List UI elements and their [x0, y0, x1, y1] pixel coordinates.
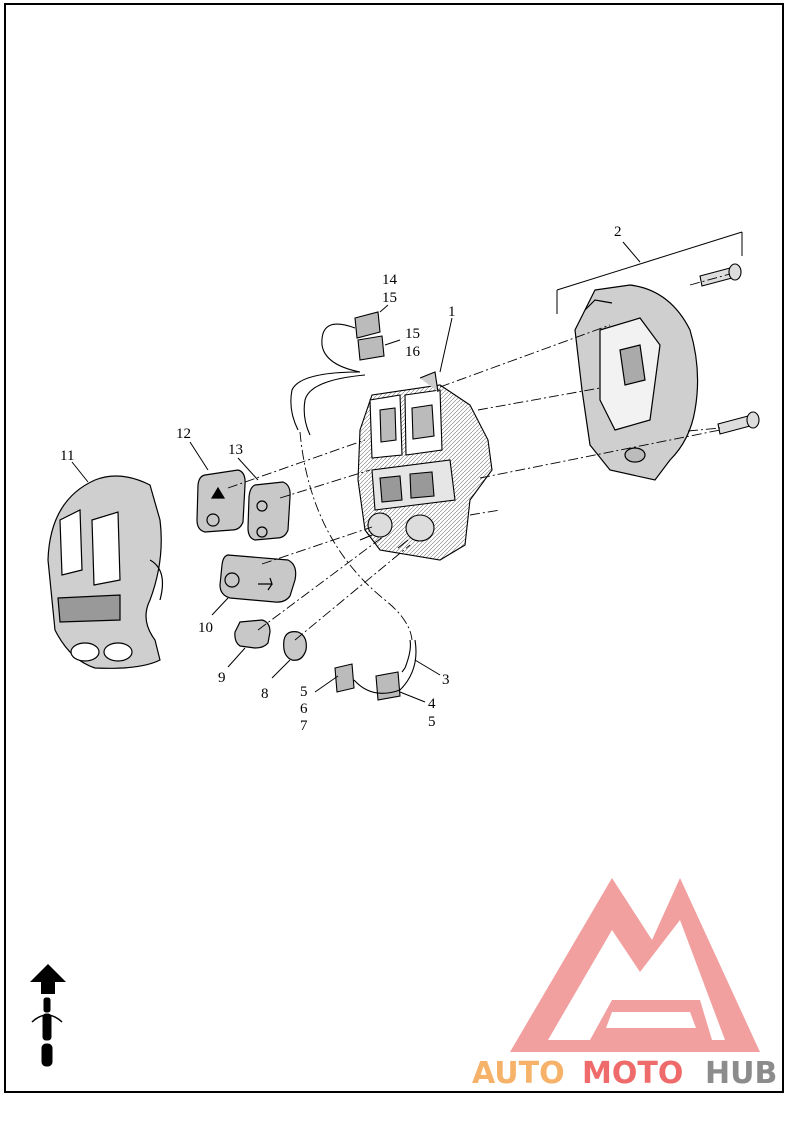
- callout-labels: 1 2 3 4 5 5 5 6 7 8 9 10 11 12 13 14 15 …: [60, 224, 622, 734]
- callout-13: 13: [228, 442, 243, 458]
- callout-4: 4: [428, 696, 436, 712]
- screw-lower: [717, 411, 760, 435]
- part-13-cruise-button: [247, 481, 291, 541]
- part-1-switch-assembly: [357, 371, 493, 561]
- leader-lines: [71, 231, 743, 703]
- callout-6: 6: [300, 701, 308, 717]
- callout-5-left: 5: [300, 684, 308, 700]
- callout-3: 3: [442, 672, 450, 688]
- exploded-guide-lines: [227, 273, 731, 641]
- callout-5-right: 5: [428, 714, 436, 730]
- watermark-logo: AUTO MOTO HUB: [472, 878, 777, 1091]
- callout-9: 9: [218, 670, 226, 686]
- callout-8: 8: [261, 686, 269, 702]
- callout-2: 2: [614, 224, 622, 240]
- screw-upper: [699, 263, 742, 287]
- callout-15-top: 15: [382, 290, 397, 306]
- watermark-text-hub: HUB: [705, 1056, 777, 1091]
- watermark-text-moto: MOTO: [582, 1056, 683, 1091]
- part-2-upper-housing: [574, 284, 699, 481]
- callout-15-bottom: 15: [405, 326, 420, 342]
- part-9-small-button: [234, 619, 271, 649]
- part-11-lower-housing-cover: [47, 475, 163, 669]
- callout-1: 1: [448, 304, 456, 320]
- motorcycle-orientation-icon: [31, 997, 63, 1067]
- diagram-frame: [4, 3, 784, 1093]
- front-arrow-icon: [30, 964, 66, 994]
- callout-11: 11: [60, 448, 74, 464]
- part-3-4-5-6-7-harness: [334, 639, 417, 701]
- part-12-hazard-button: [196, 469, 246, 533]
- part-8-round-button: [283, 631, 307, 661]
- part-10-turn-signal-button: [219, 554, 297, 603]
- watermark-text-auto: AUTO: [472, 1056, 565, 1091]
- callout-12: 12: [176, 426, 191, 442]
- callout-10: 10: [198, 620, 213, 636]
- callout-14: 14: [382, 272, 398, 288]
- callout-16: 16: [405, 344, 421, 360]
- part-14-15-16-connectors: [290, 311, 385, 436]
- callout-7: 7: [300, 718, 308, 734]
